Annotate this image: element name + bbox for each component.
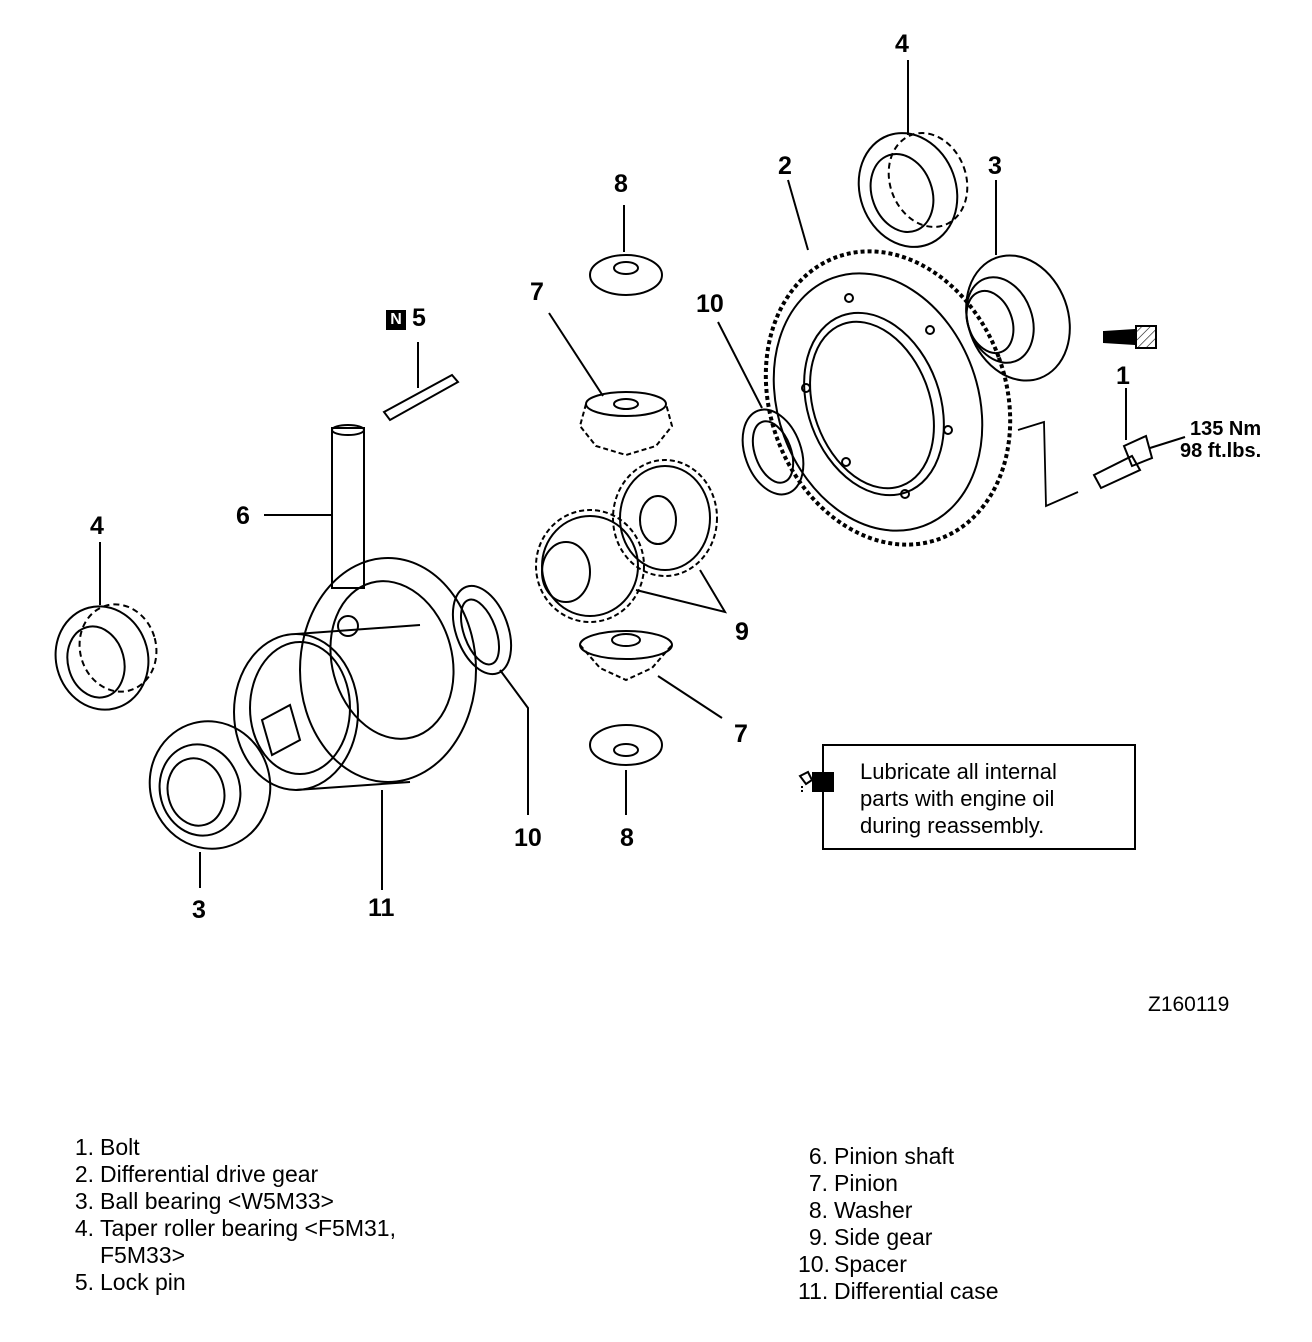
legend-right: 6.Pinion shaft 7.Pinion 8.Washer 9.Side … bbox=[798, 1143, 999, 1305]
callout-3-top: 3 bbox=[988, 152, 1002, 180]
callout-2: 2 bbox=[778, 152, 792, 180]
new-part-marker: N bbox=[386, 310, 406, 330]
legend-text: Washer bbox=[834, 1197, 913, 1223]
differential-drive-gear bbox=[763, 179, 1013, 547]
legend-num: 10. bbox=[798, 1251, 830, 1277]
ball-bearing-bottom bbox=[148, 720, 272, 888]
bolt-marker-icon bbox=[1103, 325, 1157, 349]
side-gear-lower bbox=[535, 509, 645, 623]
callout-6: 6 bbox=[236, 502, 250, 530]
legend-left: 1.Bolt 2.Differential drive gear 3.Ball … bbox=[64, 1134, 396, 1296]
note-line-1: Lubricate all internal bbox=[860, 759, 1057, 784]
callout-8-bottom: 8 bbox=[620, 824, 634, 852]
lubrication-note: Lubricate all internal parts with engine… bbox=[798, 744, 1136, 850]
legend-item: 10.Spacer bbox=[798, 1251, 999, 1278]
legend-num: 6. bbox=[808, 1143, 828, 1169]
callout-7-top: 7 bbox=[530, 278, 544, 306]
differential-case bbox=[233, 557, 477, 890]
oil-can-icon bbox=[798, 770, 834, 792]
legend-text: Side gear bbox=[834, 1224, 933, 1250]
legend-text: F5M33> bbox=[100, 1242, 186, 1268]
spacer-bottom bbox=[451, 584, 529, 815]
legend-text: Taper roller bearing <F5M31, bbox=[100, 1215, 396, 1241]
legend-text: Differential case bbox=[834, 1278, 999, 1304]
note-line-3: during reassembly. bbox=[860, 813, 1045, 838]
legend-text: Bolt bbox=[100, 1134, 140, 1160]
note-line-2: parts with engine oil bbox=[860, 786, 1055, 811]
bolt bbox=[1092, 388, 1186, 490]
lock-pin bbox=[382, 342, 460, 422]
legend-item: 11.Differential case bbox=[798, 1278, 999, 1305]
callout-10-top: 10 bbox=[696, 290, 724, 318]
callout-9: 9 bbox=[735, 618, 749, 646]
legend-item: 8.Washer bbox=[798, 1197, 999, 1224]
legend-item: F5M33> bbox=[64, 1242, 396, 1269]
legend-item: 2.Differential drive gear bbox=[64, 1161, 396, 1188]
ball-bearing-top bbox=[965, 180, 1071, 382]
legend-text: Pinion bbox=[834, 1170, 898, 1196]
side-gear-upper bbox=[612, 459, 718, 577]
legend-item: 9.Side gear bbox=[798, 1224, 999, 1251]
torque-metric: 135 Nm bbox=[1189, 418, 1262, 440]
pinion-shaft bbox=[264, 424, 365, 589]
legend-num: 8. bbox=[808, 1197, 828, 1223]
callout-5-number: 5 bbox=[412, 304, 426, 332]
callout-8-top: 8 bbox=[614, 170, 628, 198]
callout-10-bottom: 10 bbox=[514, 824, 542, 852]
callout-4-left: 4 bbox=[90, 512, 104, 540]
callout-4-top: 4 bbox=[895, 30, 909, 58]
pinion-bottom bbox=[579, 630, 723, 719]
legend-text: Lock pin bbox=[100, 1269, 186, 1295]
pinion-top bbox=[548, 312, 674, 457]
legend-num bbox=[64, 1242, 94, 1269]
legend-num: 2. bbox=[74, 1161, 94, 1187]
washer-top bbox=[589, 205, 663, 296]
legend-num: 1. bbox=[74, 1134, 94, 1160]
washer-bottom bbox=[589, 724, 663, 815]
legend-item: 4.Taper roller bearing <F5M31, bbox=[64, 1215, 396, 1242]
torque-imperial: 98 ft.lbs. bbox=[1180, 440, 1262, 462]
legend-item: 7.Pinion bbox=[798, 1170, 999, 1197]
taper-roller-bearing-left bbox=[54, 542, 158, 711]
callout-1: 1 bbox=[1116, 362, 1130, 390]
legend-item: 6.Pinion shaft bbox=[798, 1143, 999, 1170]
legend-item: 1.Bolt bbox=[64, 1134, 396, 1161]
note-text: Lubricate all internal parts with engine… bbox=[860, 758, 1057, 839]
figure-code: Z160119 bbox=[1148, 993, 1230, 1016]
legend-text: Differential drive gear bbox=[100, 1161, 319, 1187]
legend-item: 3.Ball bearing <W5M33> bbox=[64, 1188, 396, 1215]
legend-num: 4. bbox=[74, 1215, 94, 1241]
taper-roller-bearing-top bbox=[857, 60, 969, 248]
legend-text: Pinion shaft bbox=[834, 1143, 955, 1169]
callout-3-bottom: 3 bbox=[192, 896, 206, 924]
legend-num: 9. bbox=[808, 1224, 828, 1250]
torque-spec: 135 Nm 98 ft.lbs. bbox=[1180, 418, 1261, 462]
legend-num: 11. bbox=[798, 1278, 829, 1304]
callout-11: 11 bbox=[368, 894, 395, 922]
legend-num: 5. bbox=[74, 1269, 94, 1295]
legend-num: 3. bbox=[74, 1188, 94, 1214]
legend-text: Ball bearing <W5M33> bbox=[100, 1188, 334, 1214]
callout-7-bottom: 7 bbox=[734, 720, 748, 748]
legend-text: Spacer bbox=[834, 1251, 907, 1277]
legend-item: 5.Lock pin bbox=[64, 1269, 396, 1296]
spacer-top bbox=[717, 321, 805, 496]
legend-num: 7. bbox=[808, 1170, 828, 1196]
